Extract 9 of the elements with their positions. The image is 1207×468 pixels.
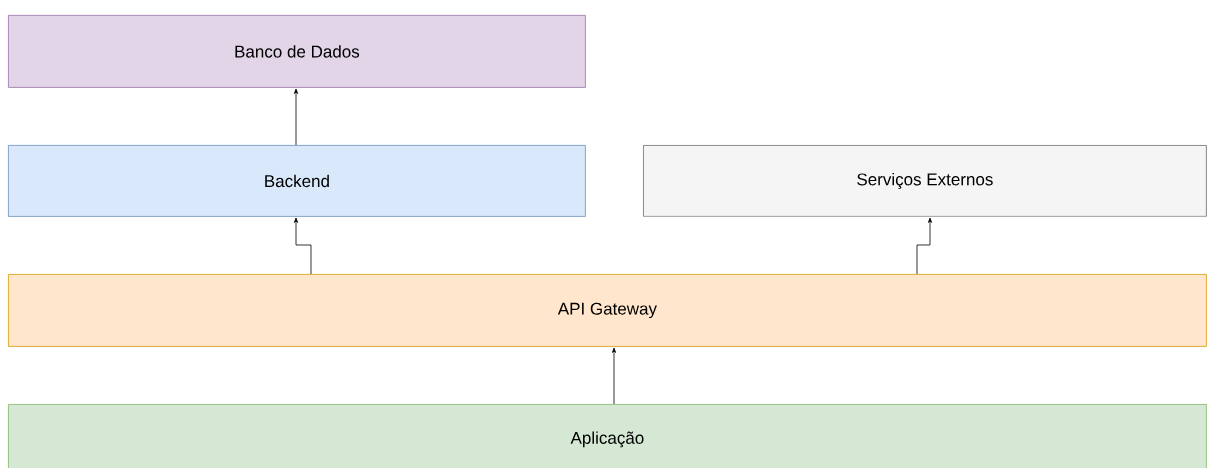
arrow	[294, 88, 299, 146]
layer-box: Aplicação	[8, 404, 1207, 468]
arrow	[916, 217, 932, 275]
arrow	[294, 217, 312, 275]
layer-box: Backend	[8, 145, 586, 217]
layer-box: Banco de Dados	[8, 15, 586, 88]
layer-box: Serviços Externos	[643, 145, 1207, 217]
layer-box: API Gateway	[8, 274, 1207, 347]
arrow	[612, 347, 616, 405]
